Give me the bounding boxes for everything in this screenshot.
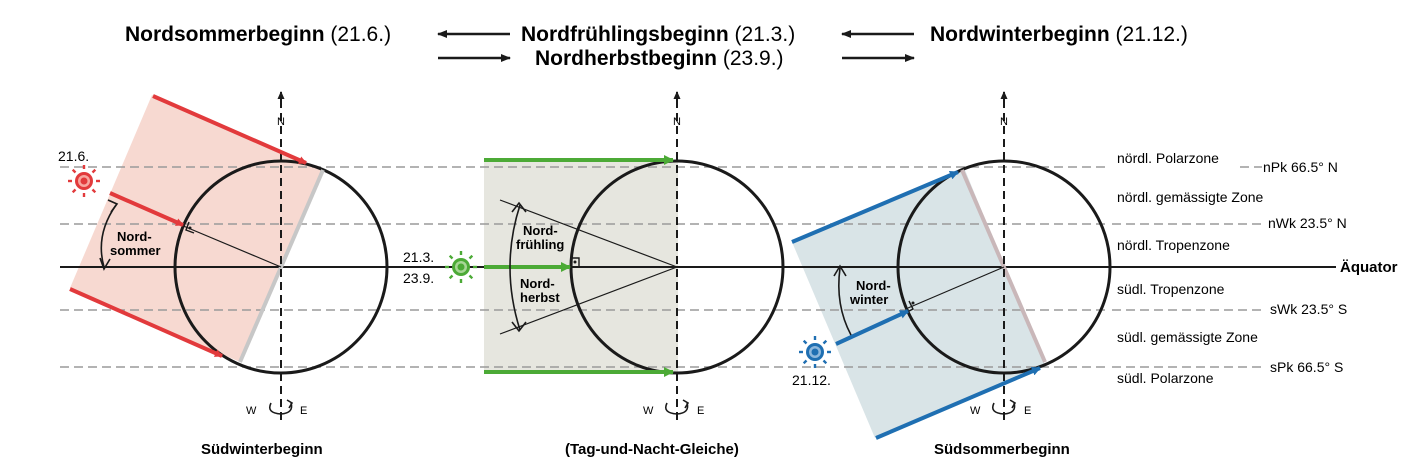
angle-label-spring-1: Nord- [523, 223, 558, 238]
footer-winter: Südsommerbeginn [934, 441, 1070, 458]
rotation-icon-2 [664, 402, 689, 415]
east-label-3: E [1024, 405, 1031, 417]
latitude-lines [60, 166, 1110, 368]
sun-ray-bottom-summer [69, 287, 223, 358]
line-label-npk: nPk 66.5° N [1263, 159, 1338, 175]
sun-icon-equinox [445, 251, 477, 283]
west-label-2: W [643, 405, 654, 417]
sun-ray-mid-summer [109, 191, 184, 227]
zone-north-polar: nördl. Polarzone [1117, 150, 1219, 166]
terminator-winter [960, 169, 1047, 363]
sun-icon-summer [68, 165, 100, 197]
line-label-spk: sPk 66.5° S [1270, 359, 1343, 375]
date-autumn: 23.9. [403, 270, 434, 286]
subsolar-radius-winter [907, 266, 1005, 309]
angle-label-autumn-2: herbst [520, 290, 560, 305]
date-spring: 21.3. [403, 249, 434, 265]
east-label-1: E [300, 405, 307, 417]
header-summer: Nordsommerbeginn (21.6.) [125, 23, 391, 46]
line-label-equator: Äquator [1340, 259, 1398, 276]
west-label-3: W [970, 405, 981, 417]
header-spring: Nordfrühlingsbeginn (21.3.) [521, 23, 795, 46]
sun-icon-winter [799, 336, 831, 368]
zone-south-temperate: südl. gemässigte Zone [1117, 329, 1258, 345]
sun-ray-bottom-winter [875, 366, 1041, 440]
zone-south-tropical: südl. Tropenzone [1117, 281, 1225, 297]
zone-labels: nördl. Polarzone nördl. gemässigte Zone … [1117, 150, 1398, 386]
sunlight-band-summer [70, 95, 322, 362]
rotation-icon-1 [268, 402, 293, 415]
panel-summer: Nord- sommer 21.6. W E N Südwinterbeginn [58, 91, 389, 458]
rotation-icon-3 [991, 402, 1016, 415]
angle-label-summer-1: Nord- [117, 229, 152, 244]
angle-label-winter-2: winter [849, 292, 888, 307]
angle-label-autumn-1: Nord- [520, 276, 555, 291]
sun-ray-top-summer [152, 94, 307, 165]
east-label-2: E [697, 405, 704, 417]
sun-ray-mid-winter [835, 309, 909, 346]
north-label-3: N [1000, 116, 1008, 128]
footer-summer: Südwinterbeginn [201, 441, 323, 458]
angle-label-spring-2: frühling [516, 237, 564, 252]
angle-label-winter-1: Nord- [856, 278, 891, 293]
angle-label-summer-2: sommer [110, 243, 161, 258]
line-label-swk: sWk 23.5° S [1270, 301, 1347, 317]
date-summer: 21.6. [58, 148, 89, 164]
header-autumn: Nordherbstbeginn (23.9.) [535, 47, 784, 70]
footer-equinox: (Tag-und-Nacht-Gleiche) [565, 441, 739, 458]
zone-south-polar: südl. Polarzone [1117, 370, 1214, 386]
line-label-nwk: nWk 23.5° N [1268, 215, 1347, 231]
header-winter: Nordwinterbeginn (21.12.) [930, 23, 1188, 46]
panel-equinox: Nord- frühling Nord- herbst 21.3. 23.9. … [403, 91, 785, 458]
west-label-1: W [246, 405, 257, 417]
terminator-summer [238, 169, 325, 363]
north-label-2: N [673, 116, 681, 128]
north-label-1: N [277, 116, 285, 128]
date-winter: 21.12. [792, 372, 831, 388]
sun-ray-top-winter [791, 170, 959, 244]
subsolar-radius-summer [180, 224, 282, 268]
zone-north-temperate: nördl. gemässigte Zone [1117, 189, 1264, 205]
zone-north-tropical: nördl. Tropenzone [1117, 237, 1230, 253]
